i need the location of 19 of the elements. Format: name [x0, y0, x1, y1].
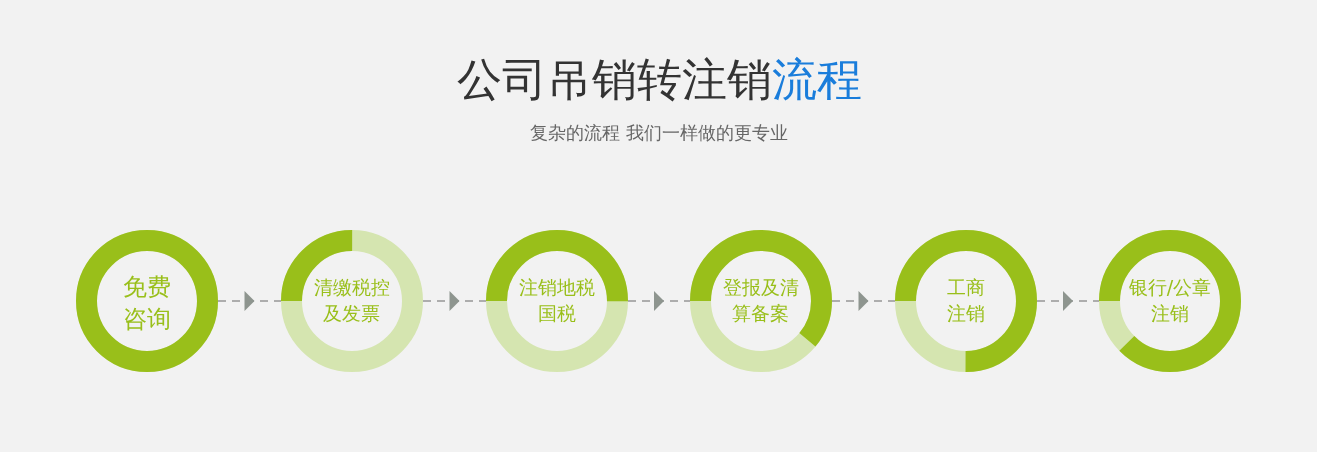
dashed-arrow [627, 291, 691, 311]
step-label: 清缴税控及发票 [313, 275, 391, 326]
step-label: 免费咨询 [122, 271, 172, 335]
step-label: 银行/公章注销 [1127, 275, 1213, 326]
progress-ring [281, 230, 423, 372]
progress-ring [895, 230, 1037, 372]
step-label: 工商注销 [946, 275, 986, 326]
subtitle: 复杂的流程 我们一样做的更专业 [530, 122, 788, 144]
dashed-arrow [422, 291, 487, 311]
dashed-arrow [1036, 291, 1100, 311]
step-label: 登报及清算备案 [722, 275, 800, 326]
progress-ring [1099, 230, 1241, 372]
step-label: 注销地税国税 [518, 275, 596, 326]
dashed-arrow [217, 291, 282, 311]
page-title: 公司吊销转注销流程 [456, 53, 862, 107]
dashed-arrow [831, 291, 896, 311]
progress-ring [76, 230, 218, 372]
progress-ring [486, 230, 628, 372]
progress-ring [690, 230, 832, 372]
